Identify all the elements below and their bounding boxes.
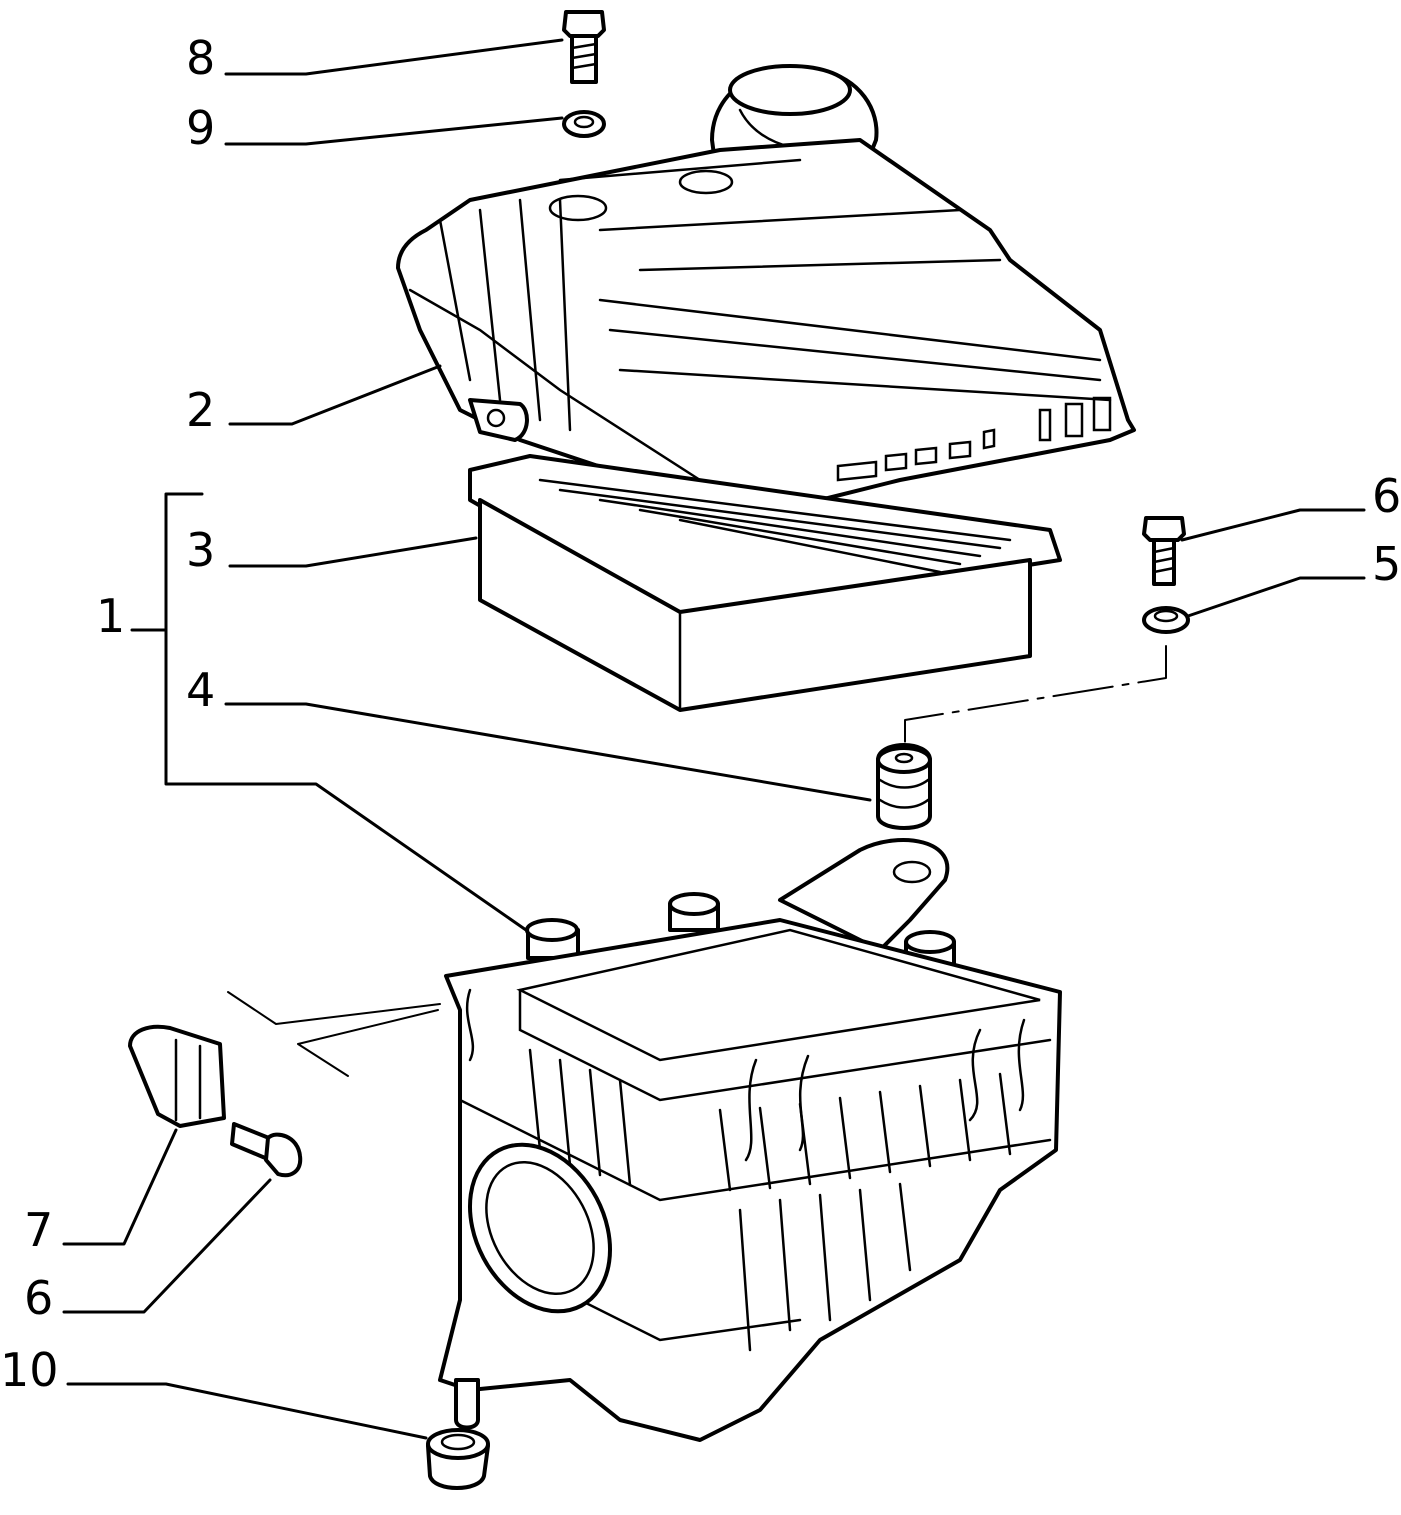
bolt-part-8 [562, 10, 606, 84]
callout-7: 7 [24, 1203, 53, 1257]
bracket-group-1 [164, 492, 528, 932]
callout-4: 4 [186, 663, 215, 717]
filter-cover-part-2 [396, 64, 1136, 502]
callout-1: 1 [96, 589, 125, 643]
washer-part-9 [562, 110, 606, 138]
callout-8: 8 [186, 31, 215, 85]
leader-3 [228, 536, 478, 568]
leader-4 [224, 702, 872, 802]
callout-2: 2 [186, 383, 215, 437]
grommet-part-4 [876, 743, 932, 830]
leader-10 [66, 1382, 428, 1440]
bolt-part-6-left [230, 1122, 303, 1178]
bolt-part-6-right [1142, 516, 1186, 586]
leader-6-right [1180, 508, 1366, 542]
alignment-line-5-to-4 [904, 645, 1167, 761]
callout-labels: 8 9 2 3 1 4 6 5 7 6 10 [0, 31, 1401, 1397]
leader-lines [62, 38, 1366, 1440]
leader-6-left [62, 1178, 272, 1314]
sensor-part-7 [128, 1024, 226, 1128]
leader-9 [224, 116, 564, 146]
callout-10: 10 [0, 1343, 59, 1397]
callout-9: 9 [186, 101, 215, 155]
callout-3: 3 [186, 523, 215, 577]
callout-6-right: 6 [1372, 469, 1401, 523]
callout-6-left: 6 [24, 1271, 53, 1325]
filter-housing-body [227, 838, 1062, 1442]
callout-5: 5 [1372, 537, 1401, 591]
washer-part-5 [1142, 606, 1190, 634]
leader-7 [62, 1128, 178, 1246]
leader-8 [224, 38, 564, 76]
leader-2 [228, 364, 442, 426]
grommet-part-10 [426, 1428, 490, 1490]
filter-element-part-3 [468, 454, 1062, 712]
leader-5 [1186, 576, 1366, 618]
